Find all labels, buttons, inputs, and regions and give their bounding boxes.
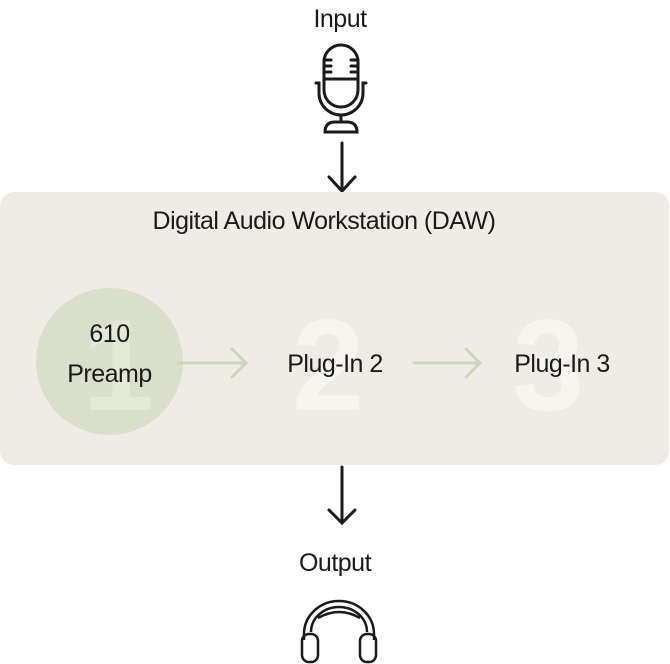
stage-3-label: Plug-In 3	[514, 350, 610, 378]
stage-1-label: 610 Preamp	[36, 314, 183, 394]
headphones-icon	[300, 599, 378, 664]
daw-title: Digital Audio Workstation (DAW)	[152, 207, 496, 235]
output-label: Output	[298, 549, 372, 577]
input-label: Input	[313, 5, 367, 33]
output-arrow	[327, 465, 357, 526]
stage-1-highlight-circle	[36, 288, 183, 435]
stage-2-label: Plug-In 2	[287, 350, 383, 378]
stage-3-number: 3	[512, 292, 585, 438]
input-arrow	[327, 141, 357, 194]
flow-arrow-1-to-2	[176, 347, 249, 379]
stage-1-line1: 610	[89, 320, 130, 348]
stage-1-number: 1	[82, 292, 155, 438]
flow-arrow-2-to-3	[412, 347, 483, 379]
stage-1-line2: Preamp	[67, 360, 152, 388]
microphone-icon	[314, 43, 368, 134]
stage-2-number: 2	[292, 292, 365, 438]
